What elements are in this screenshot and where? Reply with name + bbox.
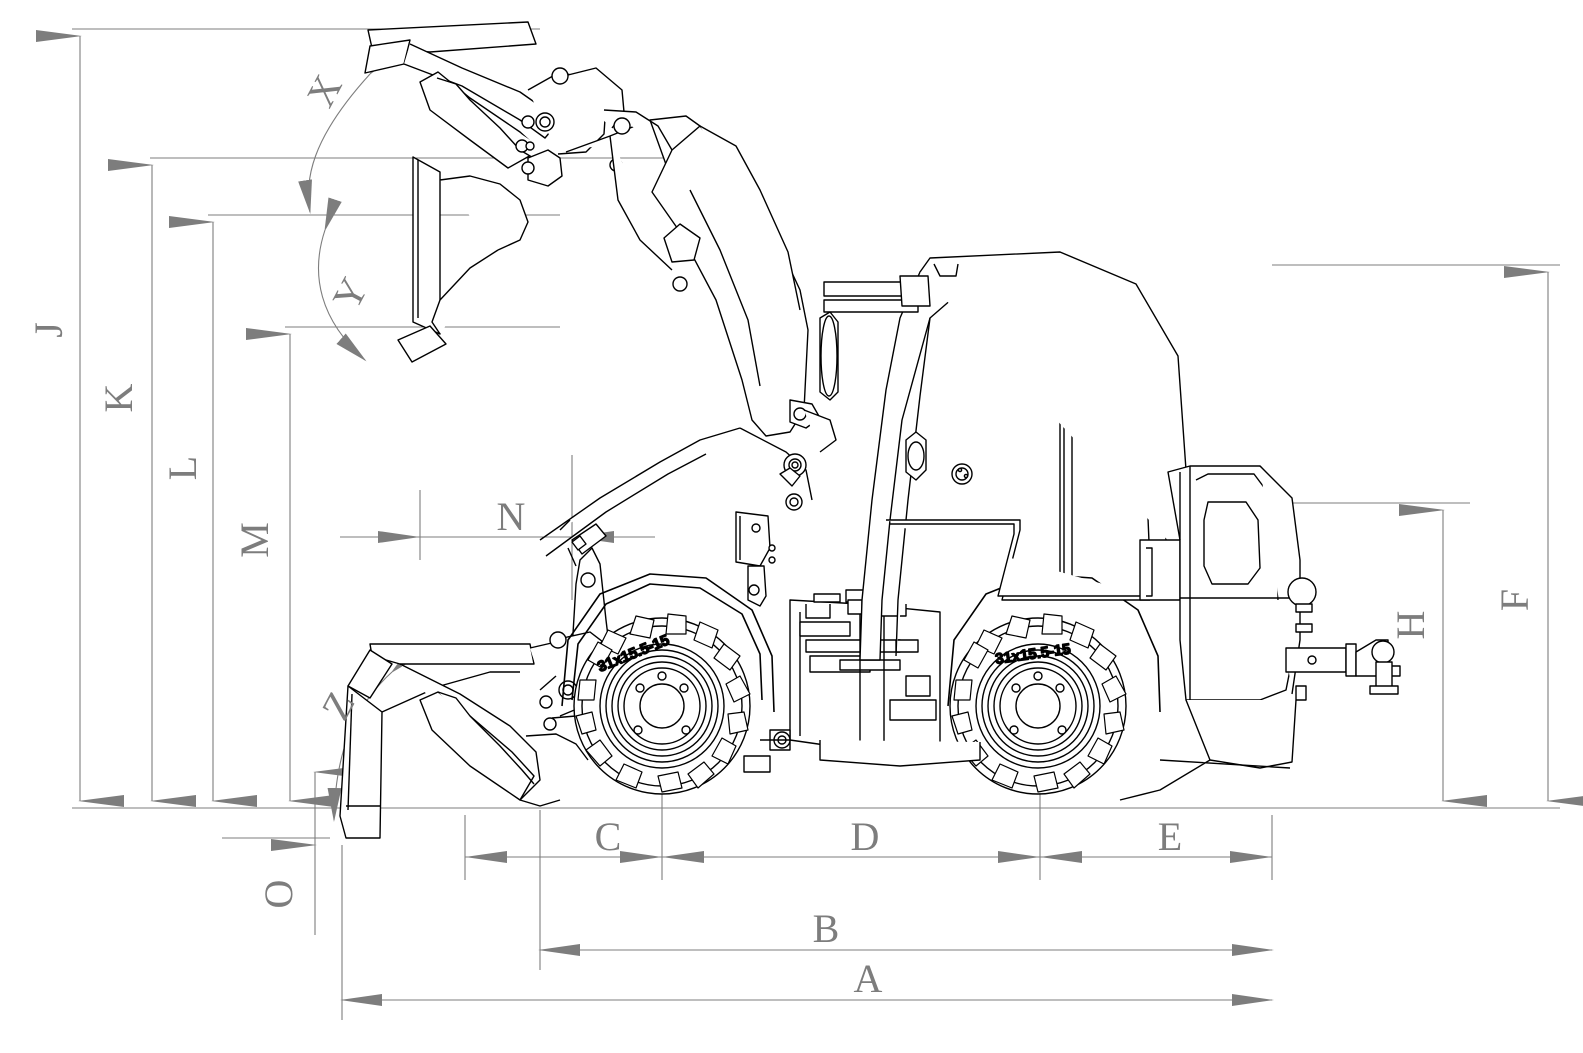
vertical-dimension-lines (36, 30, 359, 935)
dim-label-B: B (813, 906, 840, 951)
rear-hood (1119, 465, 1401, 801)
dimension-layer (36, 28, 1583, 1020)
dim-label-K: K (96, 383, 141, 412)
machine-outline: 31x15.5-15 (339, 21, 1401, 839)
dim-label-E: E (1158, 814, 1182, 859)
dim-group-A (340, 845, 1274, 1020)
dim-label-O: O (256, 880, 301, 909)
arc-Y (317, 197, 367, 362)
dim-label-D: D (851, 814, 880, 859)
vertical-dimension-lines-right (1399, 266, 1583, 807)
chassis-centre (743, 589, 981, 773)
dim-label-L: L (160, 456, 205, 480)
dim-label-C: C (595, 814, 622, 859)
dim-label-M: M (232, 522, 277, 558)
dim-label-J: J (26, 322, 71, 338)
operator-cab (819, 251, 1187, 661)
angle-label-Y: Y (323, 270, 376, 317)
dimension-labels: J K L M O H F N C D E B A X Y Z (26, 67, 1537, 1001)
dim-label-N: N (497, 494, 526, 539)
dim-label-A: A (854, 956, 883, 1001)
dim-group-B (538, 810, 1274, 970)
dim-label-H: H (1388, 611, 1433, 640)
arc-X (298, 45, 397, 214)
rear-wheel: 31x15.5-15 (947, 573, 1161, 795)
dim-label-F: F (1492, 589, 1537, 611)
front-wheel: 31x15.5-15 (561, 573, 775, 795)
